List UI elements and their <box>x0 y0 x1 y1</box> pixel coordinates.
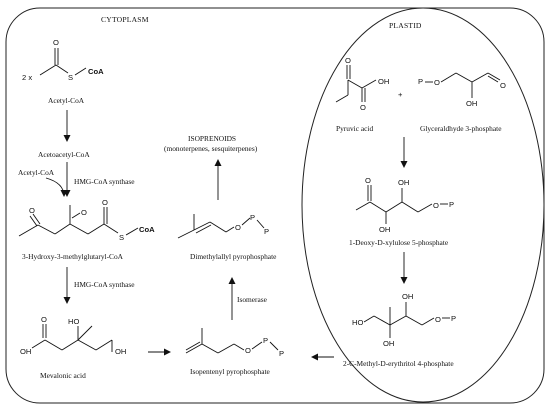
svg-text:OH: OH <box>383 339 394 348</box>
g3p-label: Glyceraldhyde 3-phosphate <box>420 124 502 133</box>
plus-sign: + <box>398 90 403 99</box>
svg-text:P: P <box>451 314 456 323</box>
mevalonic-acid-label: Mevalonic acid <box>40 371 86 380</box>
acetyl-coa-input-label: Acetyl-CoA <box>18 168 55 177</box>
dxp-structure: O OH OH O P <box>355 176 454 234</box>
svg-text:OH: OH <box>466 99 477 108</box>
g3p-structure: P O OH O <box>418 72 506 108</box>
svg-text:P: P <box>263 336 268 345</box>
svg-text:O: O <box>365 176 371 185</box>
pyruvic-acid-structure: O OH O <box>335 56 389 112</box>
isoprenoids-label: ISOPRENOIDS <box>188 134 236 143</box>
svg-text:O: O <box>102 198 108 207</box>
svg-text:O: O <box>434 78 440 87</box>
svg-text:HO: HO <box>68 317 79 326</box>
svg-text:O: O <box>500 81 506 90</box>
svg-text:O: O <box>81 208 87 217</box>
svg-text:CoA: CoA <box>139 225 155 234</box>
svg-text:O: O <box>435 315 441 324</box>
svg-text:P: P <box>418 77 423 86</box>
ipp-structure: O P P <box>185 328 284 358</box>
svg-text:OH: OH <box>378 77 389 86</box>
svg-text:OH: OH <box>379 225 390 234</box>
svg-text:OH: OH <box>402 292 413 301</box>
svg-text:O: O <box>29 206 35 215</box>
plastid-label: PLASTID <box>389 21 422 30</box>
hmg-coa-structure: O O O S CoA <box>18 198 155 242</box>
svg-text:CoA: CoA <box>88 67 104 76</box>
svg-text:P: P <box>279 349 284 358</box>
isomerase-label: Isomerase <box>237 295 268 304</box>
hmg-coa-label: 3-Hydroxy-3-methylglutaryl-CoA <box>22 252 124 261</box>
acetoacetyl-coa-label: Acetoacetyl-CoA <box>38 150 90 159</box>
mevalonic-acid-structure: O OH HO OH <box>20 315 126 356</box>
cytoplasm-label: CYTOPLASM <box>101 15 149 24</box>
hmg-synthase-label-1: HMG-CoA synthase <box>74 177 135 186</box>
dmapp-label: Dimethylallyl pyrophosphate <box>190 252 277 261</box>
svg-text:O: O <box>245 346 251 355</box>
acetyl-coa-structure: 2 x O S CoA <box>22 38 104 82</box>
svg-text:O: O <box>41 315 47 324</box>
svg-text:P: P <box>449 200 454 209</box>
dmapp-structure: O P P <box>177 213 269 239</box>
svg-text:HO: HO <box>352 318 363 327</box>
hmg-synthase-label-2: HMG-CoA synthase <box>74 280 135 289</box>
ipp-label: Isopentenyl pyrophosphate <box>190 367 271 376</box>
svg-text:S: S <box>119 233 124 242</box>
acetyl-coa-label: Acetyl-CoA <box>48 96 85 105</box>
mep-label: 2-C-Methyl-D-erythritol 4-phosphate <box>343 359 454 368</box>
svg-text:O: O <box>235 223 241 232</box>
svg-text:OH: OH <box>20 347 31 356</box>
svg-text:P: P <box>250 213 255 222</box>
svg-text:OH: OH <box>115 347 126 356</box>
svg-text:P: P <box>264 227 269 236</box>
cytoplasm-boundary <box>5 7 545 404</box>
plastid-boundary <box>301 7 545 403</box>
svg-text:O: O <box>433 201 439 210</box>
svg-text:O: O <box>53 38 59 47</box>
svg-text:2 x: 2 x <box>22 73 32 82</box>
pyruvic-acid-label: Pyruvic acid <box>336 124 373 133</box>
svg-text:S: S <box>68 73 73 82</box>
svg-text:O: O <box>345 56 351 65</box>
arrow-acetyl-input <box>45 177 68 197</box>
mep-structure: HO OH OH O P <box>352 292 456 348</box>
svg-text:O: O <box>360 103 366 112</box>
isoprenoids-subtitle: (monoterpenes, sesquiterpenes) <box>164 144 258 153</box>
dxp-label: 1-Deoxy-D-xylulose 5-phosphate <box>349 238 449 247</box>
svg-text:OH: OH <box>398 178 409 187</box>
